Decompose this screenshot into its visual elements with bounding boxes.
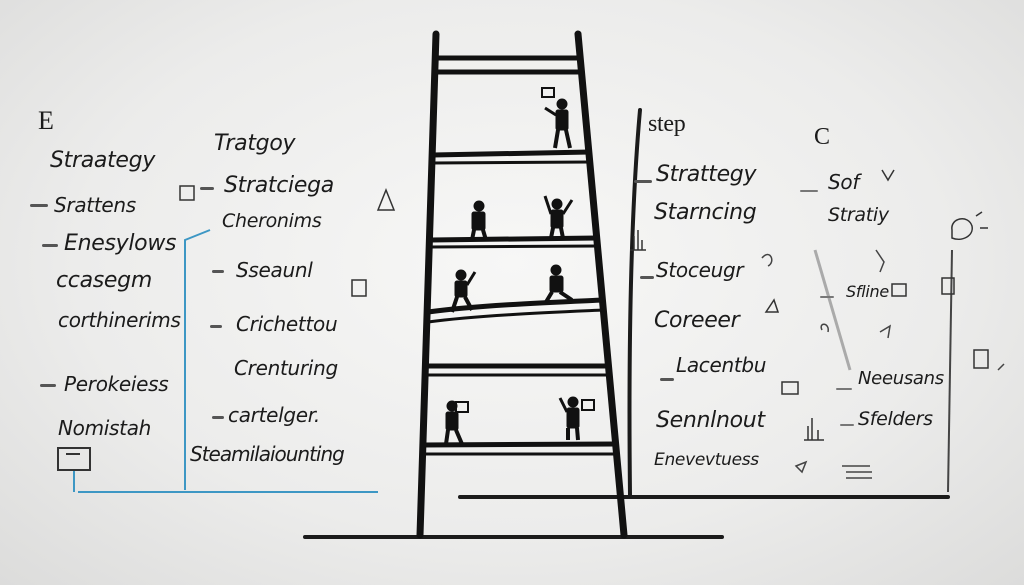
center-item-5: Crenturing: [234, 356, 338, 380]
center-item-2: Cheronims: [222, 210, 322, 232]
right-column-header: step: [648, 111, 686, 137]
left-item-6: Nomistah: [58, 416, 152, 440]
far-right-item-1: Stratiy: [828, 204, 889, 226]
right-item-3: Coreeer: [654, 308, 740, 333]
left-item-4: corthinerims: [58, 308, 181, 332]
dash: [40, 384, 56, 387]
chart-icon: [630, 230, 824, 441]
dash: [820, 296, 834, 298]
blue-axis-line-left: [184, 229, 211, 490]
dash: [840, 424, 854, 426]
right-item-0: Strattegy: [656, 162, 757, 187]
center-item-7: Steamilaiounting: [190, 442, 345, 466]
right-divider-line: [627, 108, 642, 497]
right-item-2: Stoceugr: [656, 258, 744, 282]
dash: [30, 204, 48, 207]
far-right-item-4: Sfelders: [858, 408, 933, 430]
dash: [836, 388, 852, 390]
right-item-5: Sennlnout: [656, 408, 765, 433]
right-item-6: Enevevtuess: [654, 450, 759, 470]
left-item-5: Perokeiess: [64, 372, 169, 396]
right-item-4: Lacentbu: [676, 353, 767, 377]
document-icon: [179, 185, 989, 395]
left-column-letter: E: [38, 106, 54, 135]
left-item-3: ccasegm: [56, 268, 152, 293]
left-item-2: Enesylows: [64, 231, 177, 256]
left-item-1: Srattens: [54, 193, 136, 217]
left-item-0: Straategy: [50, 148, 156, 173]
dash: [212, 416, 224, 419]
center-item-3: Sseaunl: [236, 258, 313, 282]
far-right-item-0: Sof: [828, 170, 860, 194]
ladder-icon: [416, 30, 628, 539]
center-item-4: Crichettou: [236, 312, 338, 336]
right-item-1: Starncing: [654, 200, 757, 225]
right-gray-diagonal: [813, 249, 852, 371]
monitor-icon: [57, 447, 91, 471]
dash: [200, 187, 214, 190]
triangle-icon: [376, 187, 780, 313]
center-item-1: Stratciega: [224, 173, 334, 198]
dash: [640, 276, 654, 279]
dash: [42, 244, 58, 247]
climbing-person-icon: [444, 87, 595, 445]
far-right-column-letter: C: [814, 124, 830, 150]
dash: [800, 190, 818, 192]
center-item-6: cartelger.: [228, 403, 320, 427]
doodle-marks: [761, 249, 1005, 479]
center-item-0: Tratgoy: [214, 131, 296, 156]
dash: [634, 180, 652, 183]
dash: [212, 270, 224, 273]
dash: [210, 325, 222, 328]
far-right-divider-line: [947, 249, 953, 493]
far-right-item-3: Neeusans: [858, 368, 944, 389]
lightbulb-icon: [881, 169, 988, 240]
far-right-item-2: Sfline: [846, 282, 889, 301]
dash: [660, 378, 674, 381]
